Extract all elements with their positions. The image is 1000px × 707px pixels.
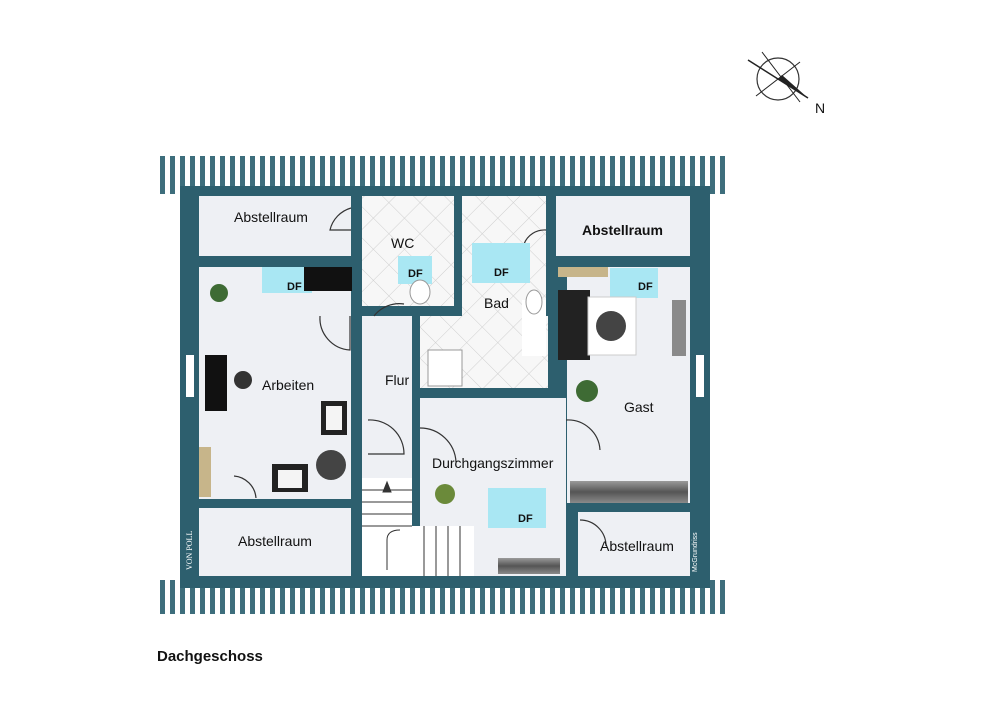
room-wc	[362, 196, 454, 306]
floor-caption: Dachgeschoss	[157, 648, 263, 665]
skylight-label-arbeiten: DF	[287, 281, 302, 293]
credit-text: McGrundriss	[692, 532, 699, 572]
label-bad: Bad	[484, 295, 509, 311]
brand-logo-text: VON POLL	[185, 531, 194, 570]
label-arbeiten: Arbeiten	[262, 377, 314, 393]
skylights	[262, 243, 658, 528]
skylight-label-gast: DF	[638, 281, 653, 293]
compass-rose-icon	[747, 51, 809, 103]
room-abstellraum-bottom-left	[199, 508, 351, 576]
label-flur: Flur	[385, 372, 409, 388]
skylight-label-wc: DF	[408, 268, 423, 280]
label-wc: WC	[391, 235, 414, 251]
skylight-label-bad: DF	[494, 267, 509, 279]
label-abstellraum-bottom-right: Abstellraum	[600, 538, 674, 554]
doors	[233, 207, 607, 547]
label-abstellraum-top-left: Abstellraum	[234, 209, 308, 225]
plant-icon	[210, 284, 598, 504]
compass-north-label: N	[815, 100, 825, 116]
label-abstellraum-top-right: Abstellraum	[582, 222, 663, 238]
window-west	[186, 355, 194, 397]
label-gast: Gast	[624, 399, 654, 415]
room-abstellraum-bottom-right	[578, 512, 690, 576]
label-abstellraum-bottom-left: Abstellraum	[238, 533, 312, 549]
skylight-label-durchgangszimmer: DF	[518, 513, 533, 525]
room-abstellraum-top-right	[556, 196, 690, 256]
staircase	[362, 478, 474, 576]
window-east	[696, 355, 704, 397]
room-abstellraum-top-left	[199, 196, 351, 256]
furniture	[199, 267, 688, 574]
label-durchgangszimmer: Durchgangszimmer	[432, 455, 554, 471]
